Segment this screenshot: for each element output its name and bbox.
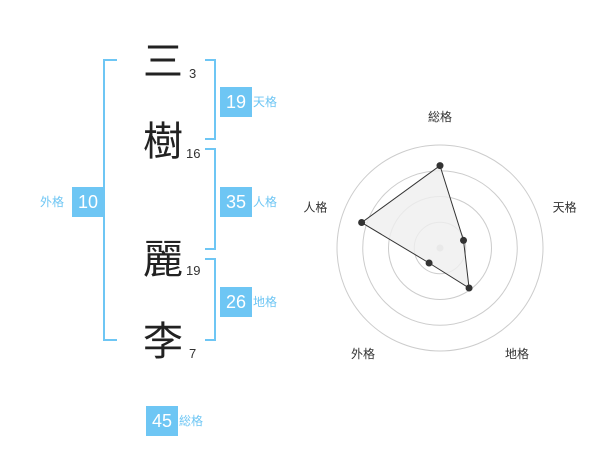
chikaku-badge: 26 [220,287,252,317]
radar-polygon [360,164,470,289]
radar-axis-label-1: 総格 [428,109,452,124]
radar-point-5 [358,219,366,227]
tenkaku-label: 天格 [253,95,278,109]
chikaku-label: 地格 [253,295,278,309]
radar-point-4 [425,259,433,267]
jinkaku-label: 人格 [253,195,278,209]
tenkaku-bracket [205,59,216,140]
jinkaku-bracket [205,148,216,250]
radar-axis-label-3: 地格 [505,346,529,361]
radar-axis-label-5: 人格 [303,200,327,215]
stroke-count-4: 7 [189,346,197,361]
soukaku-label: 総格 [179,414,204,428]
soukaku-badge: 45 [146,406,178,436]
radar-axis-label-2: 天格 [553,200,577,215]
name-char-3: 麗 [143,237,183,283]
stroke-count-2: 16 [186,146,201,161]
radar-axis-label-4: 外格 [351,346,375,361]
stroke-count-3: 19 [186,263,201,278]
gaikaku-label: 外格 [40,195,65,209]
name-char-1: 三 [143,39,183,85]
gaikaku-badge: 10 [72,187,104,217]
name-char-4: 李 [143,319,183,365]
name-char-2: 樹 [143,119,183,165]
radar-point-3 [465,284,473,292]
gaikaku-bracket [103,59,117,341]
chikaku-bracket [205,258,216,341]
stroke-count-1: 3 [189,66,197,81]
radar-point-2 [460,236,468,244]
jinkaku-badge: 35 [220,187,252,217]
radar-ring [336,144,544,352]
tenkaku-badge: 19 [220,87,252,117]
radar-point-1 [436,162,444,170]
